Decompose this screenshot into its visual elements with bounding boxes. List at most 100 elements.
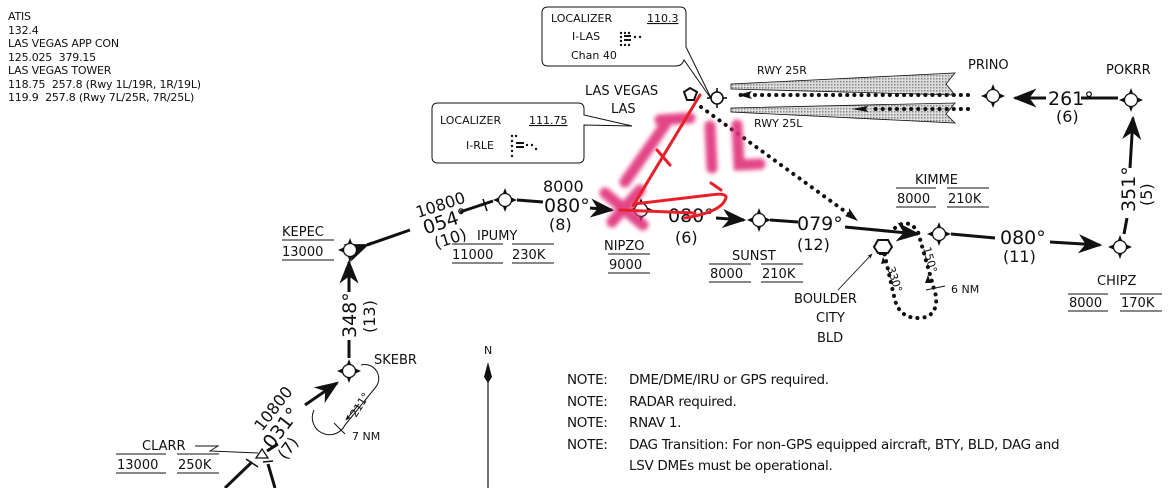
- north-label: N: [484, 344, 492, 357]
- note-label: NOTE:: [567, 372, 608, 388]
- fix-nipzo-altitude: 9000: [609, 258, 642, 273]
- note-text: DME/DME/IRU or GPS required.: [629, 372, 829, 388]
- fix-pokrr-name: POKRR: [1106, 63, 1151, 78]
- runway-25l-feather: [730, 102, 957, 124]
- arrowhead-icon: [845, 208, 858, 221]
- runway-25r-label: RWY 25R: [757, 64, 807, 77]
- fix-clarr-icon[interactable]: [254, 447, 270, 459]
- dag-transition-path: [699, 105, 852, 217]
- localizer-label: LOCALIZER: [440, 114, 501, 127]
- leg-distance: (6): [675, 228, 698, 247]
- fix-prino-name: PRINO: [968, 58, 1009, 73]
- notes-block: NOTE: DME/DME/IRU or GPS required. NOTE:…: [567, 370, 1060, 478]
- fix-kimme-icon[interactable]: [926, 221, 952, 247]
- leg-distance: (8): [549, 215, 572, 234]
- leg-course: 351°: [1118, 166, 1140, 212]
- arrowhead-icon: [852, 106, 868, 112]
- localizer-ident: I-LAS: [572, 30, 600, 43]
- localizer-channel: Chan 40: [571, 49, 617, 62]
- fix-clarr-speed: 250K: [178, 458, 212, 473]
- localizer-antenna-icon: [707, 88, 727, 108]
- fix-ipumy-altitude: 11000: [452, 248, 493, 263]
- leg-distance: (13): [360, 300, 379, 333]
- airport-name: LAS VEGAS: [585, 84, 658, 99]
- fix-ipumy-speed: 230K: [512, 248, 546, 263]
- note-continuation: LSV DMEs must be operational.: [629, 458, 833, 474]
- note-label: NOTE:: [567, 415, 608, 431]
- localizer-frequency: 110.3: [647, 12, 679, 25]
- tick-mark: [262, 460, 274, 463]
- fix-kepec-icon[interactable]: [337, 237, 363, 263]
- leader-line: [837, 253, 873, 291]
- fix-kimme-speed: 210K: [948, 192, 982, 207]
- approach-label: LAS VEGAS APP CON: [8, 37, 119, 50]
- annotation-text: 1L: [712, 167, 714, 169]
- note-label: NOTE:: [567, 436, 608, 453]
- fix-sunst-icon[interactable]: [746, 207, 772, 233]
- route-lines: [223, 88, 1142, 488]
- runway-25l-label: RWY 25L: [754, 117, 803, 130]
- holding-pattern-skebr: [311, 364, 380, 436]
- fix-sunst-name: SUNST: [732, 249, 776, 264]
- navaid-name-2: CITY: [816, 311, 845, 326]
- fix-prino-icon[interactable]: [980, 83, 1006, 109]
- holding-inbound-course: 330°: [884, 265, 905, 294]
- leg-course: 080°: [1000, 227, 1046, 249]
- tower-frequency-1: 118.75 257.8 (Rwy 1L/19R, 1R/19L): [8, 77, 201, 91]
- localizer-frequency: 111.75: [529, 114, 568, 127]
- holding-course: 211°: [348, 390, 373, 419]
- arrowhead-icon: [738, 91, 752, 99]
- localizer-i-las-box: LOCALIZER 110.3 I-LAS Chan 40: [541, 6, 713, 101]
- fix-skebr-icon[interactable]: [336, 358, 362, 384]
- leg-course: 079°: [797, 213, 843, 235]
- leg-course: 348°: [339, 292, 361, 338]
- frequency-block: ATIS 132.4 LAS VEGAS APP CON 125.025 379…: [8, 10, 201, 105]
- leg-course: 080°: [544, 195, 590, 217]
- localizer-i-rle-box: LOCALIZER 111.75 I-RLE: [431, 102, 633, 164]
- airport-ident: LAS: [611, 102, 636, 117]
- leg-course: 261°: [1048, 88, 1094, 110]
- navaid-name: BOULDER: [794, 292, 857, 307]
- note-item: NOTE: DME/DME/IRU or GPS required.: [567, 370, 1059, 392]
- morse-code-icon: [510, 134, 538, 158]
- leg-distance: (11): [1003, 247, 1036, 266]
- leg-distance: (6): [1056, 107, 1079, 126]
- leg-distance: (12): [797, 235, 830, 254]
- fix-nipzo-name: NIPZO: [604, 239, 645, 254]
- fix-kimme-altitude: 8000: [897, 192, 930, 207]
- note-item: NOTE: DAG Transition: For non-GPS equipp…: [567, 435, 1060, 457]
- airport-icon: [682, 86, 699, 101]
- north-arrow-icon: [484, 362, 492, 488]
- holding-leg-length: 7 NM: [352, 430, 380, 443]
- approach-frequency: 125.025 379.15: [8, 50, 96, 64]
- fix-chipz-altitude: 8000: [1069, 296, 1102, 311]
- navaid-ident: BLD: [817, 331, 843, 346]
- tick-mark: [245, 458, 259, 468]
- fix-kepec-altitude: 13000: [282, 245, 323, 260]
- fix-clarr-name: CLARR: [142, 439, 186, 454]
- leg-distance: (5): [1137, 183, 1156, 206]
- leg-altitude: 8000: [543, 177, 584, 196]
- fix-chipz-icon[interactable]: [1107, 234, 1133, 260]
- fix-pokrr-icon[interactable]: [1118, 87, 1144, 113]
- localizer-ident: I-RLE: [466, 139, 494, 152]
- fix-chipz-speed: 170K: [1121, 296, 1155, 311]
- fix-chipz-name: CHIPZ: [1097, 274, 1137, 289]
- fix-ipumy-name: IPUMY: [477, 229, 517, 244]
- note-label: NOTE:: [567, 393, 608, 410]
- runway-25r-feather: [730, 72, 956, 96]
- fix-kimme-name: KIMME: [915, 173, 958, 188]
- note-item: NOTE: RADAR required.: [567, 392, 1059, 414]
- holding-pattern-bld: [881, 221, 946, 321]
- vor-dme-icon[interactable]: [872, 239, 894, 255]
- fix-sunst-altitude: 8000: [710, 267, 743, 282]
- fix-clarr-altitude: 13000: [117, 458, 158, 473]
- fix-ipumy-icon[interactable]: [492, 187, 518, 213]
- tower-frequency-2: 119.9 257.8 (Rwy 7L/25R, 7R/25L): [8, 91, 195, 104]
- holding-outbound-course: 150°: [920, 245, 939, 274]
- localizer-label: LOCALIZER: [551, 12, 612, 25]
- morse-code-icon: [619, 31, 642, 47]
- tower-label: LAS VEGAS TOWER: [8, 64, 112, 77]
- leader-line: [195, 445, 259, 454]
